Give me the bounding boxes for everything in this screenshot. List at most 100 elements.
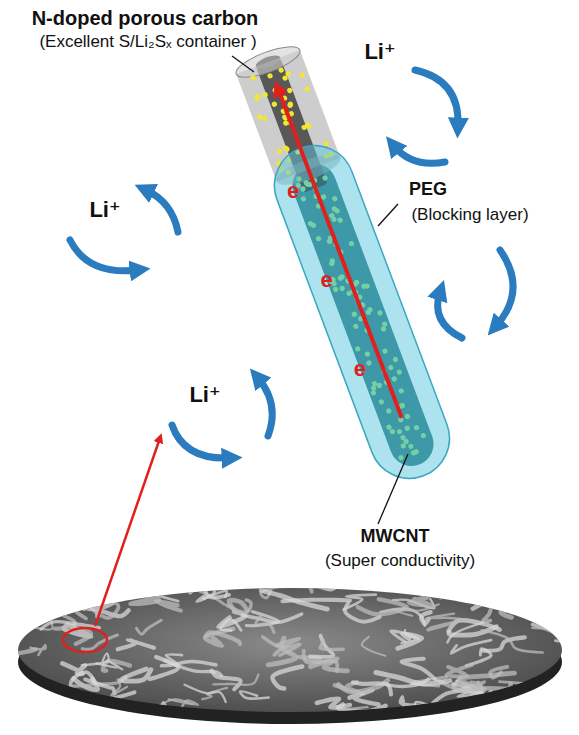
- fiber: [227, 600, 251, 613]
- fiber: [293, 579, 312, 591]
- fiber: [120, 669, 151, 681]
- zoom-circle: [63, 628, 107, 652]
- fiber: [426, 614, 476, 622]
- li-arrow: [415, 70, 458, 126]
- fiber: [40, 582, 69, 591]
- fiber: [206, 632, 240, 644]
- fiber: [54, 600, 84, 610]
- fiber: [118, 577, 141, 592]
- leader-line: [378, 454, 408, 524]
- fiber: [542, 680, 579, 688]
- sulfur-dot: [256, 114, 263, 121]
- fiber: [162, 662, 216, 666]
- fiber: [501, 600, 527, 617]
- fiber: [149, 699, 192, 707]
- disk-top: [18, 588, 562, 712]
- fiber: [190, 586, 229, 597]
- fiber: [85, 679, 114, 693]
- li-arrow: [496, 250, 513, 326]
- part-note: (Super conductivity): [325, 552, 475, 571]
- sulfur-dot: [282, 145, 289, 152]
- fiber: [479, 696, 511, 707]
- fiber: [554, 600, 577, 613]
- li-arrow: [146, 190, 178, 232]
- fiber: [111, 679, 127, 695]
- fiber: [179, 584, 224, 604]
- fiber: [317, 698, 350, 707]
- li-arrow: [70, 240, 138, 271]
- fiber: [213, 675, 258, 685]
- fiber: [353, 682, 391, 694]
- fiber: [256, 617, 274, 633]
- fiber: [240, 691, 268, 698]
- fiber: [440, 589, 472, 599]
- sulfur-dot: [299, 72, 306, 79]
- fiber: [451, 640, 491, 653]
- fiber: [428, 622, 453, 630]
- sulfur-dot: [267, 73, 274, 80]
- fiber: [131, 591, 159, 604]
- fiber: [473, 598, 528, 609]
- fiber: [118, 640, 154, 650]
- ion-label: Li⁺: [364, 40, 395, 64]
- part-name: MWCNT: [361, 527, 430, 547]
- leader-line: [232, 56, 254, 72]
- fiber: [465, 589, 482, 599]
- li-arrow: [258, 378, 272, 436]
- electron-label: e: [320, 268, 332, 292]
- fiber: [345, 603, 380, 622]
- fiber: [148, 703, 167, 719]
- fiber: [229, 600, 247, 610]
- fiber: [533, 614, 568, 629]
- fiber: [409, 598, 431, 606]
- fiber: [185, 685, 226, 702]
- ion-label: Li⁺: [89, 198, 120, 222]
- fiber: [415, 702, 440, 719]
- sulfur-dot: [262, 115, 269, 122]
- leader-lines: [232, 56, 408, 524]
- fiber: [482, 630, 543, 652]
- fiber: [71, 672, 96, 687]
- li-arrows: [70, 70, 513, 458]
- fiber: [77, 692, 134, 701]
- ion-label: Li⁺: [189, 383, 220, 407]
- fiber: [447, 623, 482, 643]
- tube: [227, 39, 461, 490]
- sulfur-dot: [271, 101, 278, 108]
- li-arrow: [172, 425, 230, 458]
- sulfur-dot: [254, 93, 261, 100]
- part-name: PEG: [409, 180, 447, 200]
- fiber: [272, 666, 302, 688]
- sulfur-dot: [250, 74, 257, 81]
- fiber: [510, 684, 524, 692]
- fiber: [483, 605, 492, 621]
- sulfur-dot: [286, 87, 293, 94]
- fiber: [136, 620, 161, 634]
- fiber: [0, 650, 36, 662]
- part-name: N-doped porous carbon: [32, 7, 259, 29]
- fiber: [402, 659, 436, 680]
- sulfur-dot: [278, 67, 285, 74]
- sulfur-dot: [276, 148, 283, 155]
- fiber: [28, 589, 61, 610]
- sulfur-dot: [262, 91, 269, 98]
- fiber: [82, 653, 109, 665]
- fiber: [221, 620, 241, 631]
- fiber: [532, 628, 556, 635]
- sulfur-dot: [304, 122, 311, 129]
- electron-arrow: [278, 88, 402, 417]
- fiber-texture: [0, 567, 579, 734]
- sulfur-dot: [287, 101, 294, 108]
- fiber: [448, 581, 506, 588]
- fiber: [524, 586, 553, 600]
- fiber: [303, 579, 373, 590]
- fiber: [362, 637, 386, 656]
- fiber: [520, 579, 541, 587]
- part-note: (Blocking layer): [411, 206, 528, 225]
- part-note: (Excellent S/Li₂Sₓ container ): [39, 33, 256, 52]
- fiber: [8, 600, 58, 614]
- fiber: [263, 637, 300, 655]
- fiber: [406, 705, 440, 715]
- fiber: [320, 640, 343, 649]
